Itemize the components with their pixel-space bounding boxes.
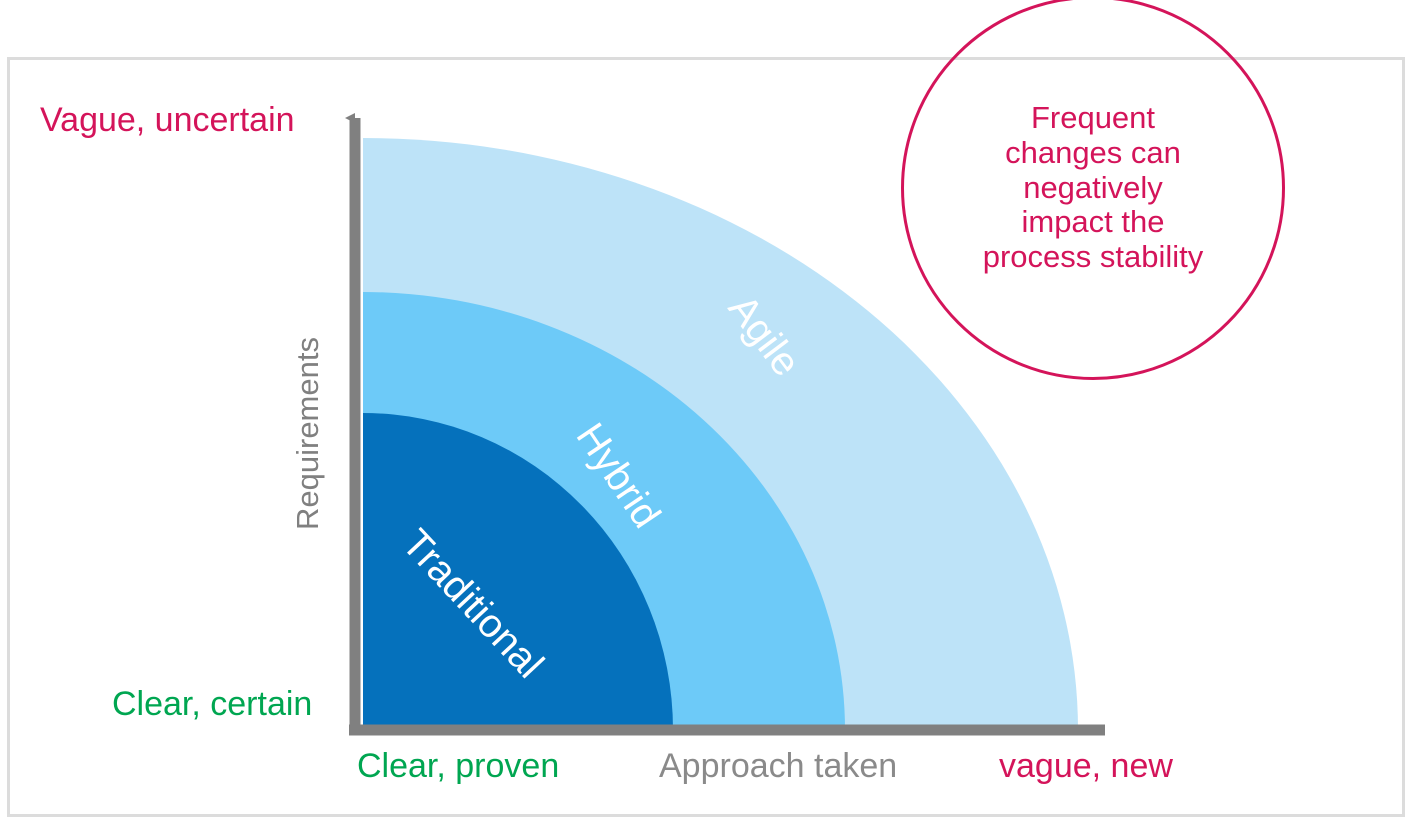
x-axis-right-label: vague, new (999, 747, 1173, 785)
y-axis-title: Requirements (290, 337, 325, 530)
y-axis-top-label: Vague, uncertain (40, 101, 295, 139)
band-traditional (363, 413, 673, 730)
x-axis-left-label: Clear, proven (357, 747, 560, 785)
callout-text: Frequent changes can negatively impact t… (982, 100, 1204, 275)
x-axis-title: Approach taken (659, 747, 898, 785)
callout-circle: Frequent changes can negatively impact t… (901, 0, 1285, 380)
y-axis-bottom-label: Clear, certain (112, 685, 313, 723)
